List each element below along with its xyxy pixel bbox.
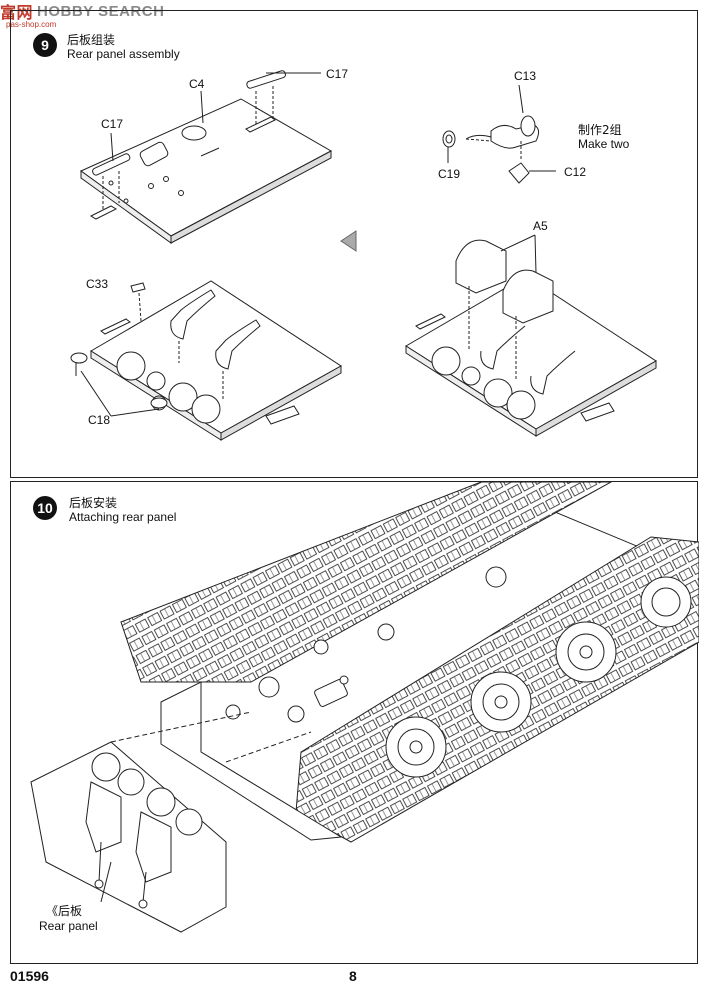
part-a5-left xyxy=(455,239,507,351)
part-elbow-installed xyxy=(480,325,576,395)
step-9-title-en: Rear panel assembly xyxy=(67,47,180,61)
hull-hatches xyxy=(225,566,507,723)
label-c33: C33 xyxy=(86,277,109,291)
step-9-panel: 9 后板组装 Rear panel assembly xyxy=(10,10,698,478)
rear-plate-lower-right xyxy=(405,275,657,437)
footer-page-number: 8 xyxy=(349,968,357,984)
label-c18: C18 xyxy=(88,413,111,427)
step-9-number: 9 xyxy=(33,33,57,57)
label-c4: C4 xyxy=(189,77,205,91)
step-9-illustration xyxy=(70,70,657,441)
road-wheels xyxy=(385,576,692,778)
make-two-cn: 制作2组 xyxy=(578,123,622,137)
watermark-sub: pas-shop.com xyxy=(6,20,57,29)
part-c17-left xyxy=(92,153,131,211)
step-9-title-cn: 后板组装 xyxy=(67,33,116,47)
rear-panel-part xyxy=(30,741,227,933)
hull-side xyxy=(160,681,343,841)
watermark-text: HOBBY SEARCH xyxy=(37,2,165,20)
step-10-title-en: Attaching rear panel xyxy=(69,510,177,524)
rear-panel-label-cn: 《后板 xyxy=(46,904,83,918)
part-c33 xyxy=(130,282,146,322)
left-track xyxy=(120,482,613,683)
label-c17-left: C17 xyxy=(101,117,124,131)
label-c12: C12 xyxy=(564,165,587,179)
step-10-illustration xyxy=(30,482,699,933)
part-c19 xyxy=(442,130,456,163)
step-10-number: 10 xyxy=(33,496,57,520)
part-c12 xyxy=(508,162,556,184)
rear-plate-lower-left xyxy=(90,280,342,441)
part-elbow-2 xyxy=(215,319,261,399)
watermark: 富网 HOBBY SEARCH xyxy=(0,0,165,23)
label-a5: A5 xyxy=(533,219,548,233)
footer-code: 01596 xyxy=(10,968,49,984)
make-two-en: Make two xyxy=(578,137,630,151)
step-10-panel: 10 后板安装 Attaching rear panel xyxy=(10,481,699,964)
part-c13-assembly xyxy=(465,115,540,149)
label-c17-top: C17 xyxy=(326,67,349,81)
label-c19: C19 xyxy=(438,167,461,181)
part-a5-right xyxy=(502,269,554,379)
step-arrow xyxy=(340,230,357,252)
part-elbow-1 xyxy=(170,289,216,363)
rear-panel-label-en: Rear panel xyxy=(39,919,98,933)
watermark-cn: 富网 xyxy=(0,5,34,22)
label-c13: C13 xyxy=(514,69,537,83)
step-10-title-cn: 后板安装 xyxy=(69,496,118,510)
part-c18 xyxy=(70,352,168,409)
